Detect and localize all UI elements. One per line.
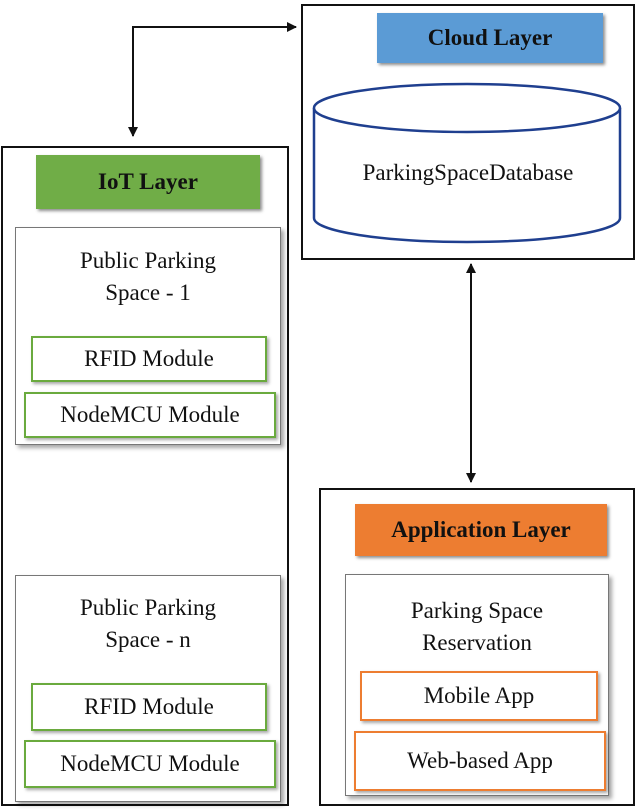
iot-cloud-connector [128,22,297,137]
cloud-layer-title: Cloud Layer [377,13,603,63]
nodemcu-module: NodeMCU Module [24,392,276,438]
iot-layer-title: IoT Layer [36,155,260,209]
parking-space-title-line1: Public Parking [79,248,217,273]
parking-space-title-line1: Public Parking [79,595,217,620]
rfid-module: RFID Module [31,683,267,731]
database-cylinder-icon [312,82,622,244]
nodemcu-module: NodeMCU Module [24,740,276,788]
service-title-line2: Reservation [422,630,532,655]
parking-space-1: Public Parking Space - 1 RFID Module Nod… [15,227,281,445]
parking-space-n: Public Parking Space - n RFID Module Nod… [15,575,281,802]
rfid-module: RFID Module [31,336,267,382]
parking-space-title-line2: Space - n [105,627,191,652]
cloud-layer: Cloud Layer ParkingSpaceDatabase [301,4,635,260]
service-title-line1: Parking Space [410,598,544,623]
reservation-service: Parking Space Reservation Mobile App Web… [345,574,609,796]
application-layer: Application Layer Parking Space Reservat… [319,488,635,806]
iot-layer: IoT Layer Public Parking Space - 1 RFID … [1,146,289,806]
mobile-app: Mobile App [360,671,598,721]
application-layer-title: Application Layer [355,504,607,556]
database-label: ParkingSpaceDatabase [362,160,574,185]
web-based-app: Web-based App [354,731,606,791]
parking-space-title-line2: Space - 1 [105,280,191,305]
